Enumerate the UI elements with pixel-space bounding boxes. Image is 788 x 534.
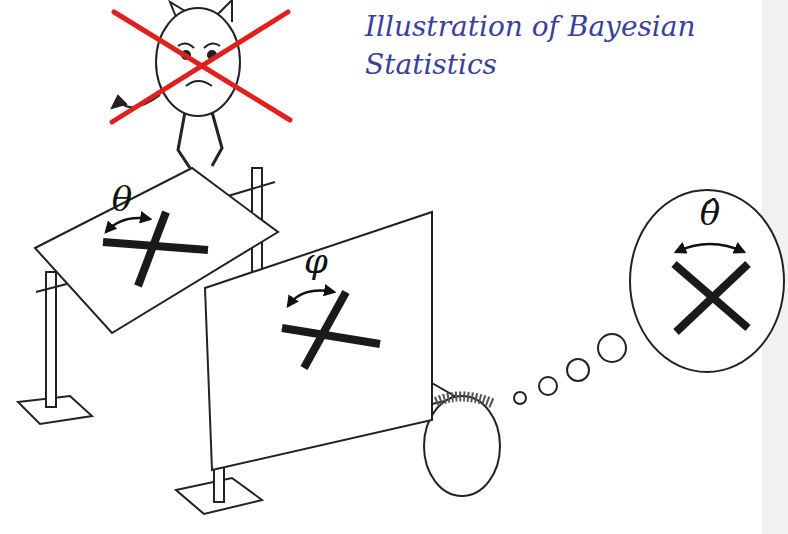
cross-arm — [282, 328, 380, 344]
red-cross-out — [112, 12, 290, 122]
angle-symbol: θ — [112, 181, 132, 218]
angle-arc — [288, 291, 334, 306]
angle-arc — [106, 218, 150, 232]
devil-mouth — [186, 81, 212, 86]
stand-post — [46, 272, 56, 407]
upright-board: φ — [200, 206, 438, 476]
eye-lashes — [436, 396, 494, 404]
cross-arm — [304, 292, 346, 368]
devil-brow — [204, 43, 220, 48]
thought-outline — [630, 190, 784, 372]
bubble — [567, 359, 589, 381]
devil-leg — [178, 112, 190, 168]
bubble — [539, 377, 557, 395]
devil-tail-tip — [112, 96, 126, 108]
angle-symbol: φ — [304, 243, 328, 280]
thought-bubbles — [514, 334, 626, 404]
angle-symbol: θ̂ — [700, 195, 720, 232]
bubble — [598, 334, 626, 362]
angle-arc — [676, 244, 744, 252]
stand-pin — [228, 182, 275, 196]
cross-arm — [138, 212, 166, 286]
board-stands — [18, 168, 458, 514]
board-outline — [205, 212, 432, 470]
devil-brow — [178, 43, 194, 48]
cross-arm — [676, 264, 748, 332]
devil-leg — [212, 112, 222, 166]
thought-ellipse: θ̂ — [626, 186, 788, 376]
eye-ball — [424, 396, 500, 496]
bubble — [514, 392, 526, 404]
handwritten-title: Illustration of Bayesian Statistics — [365, 8, 775, 84]
cross-stroke — [112, 12, 288, 122]
